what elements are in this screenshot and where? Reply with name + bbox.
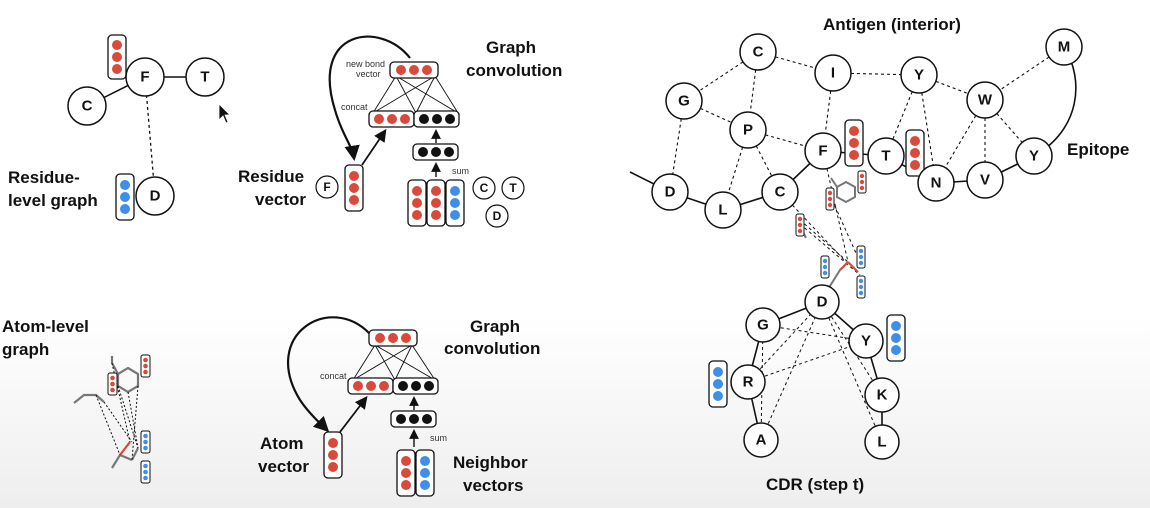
epitope-label: Epitope: [1067, 140, 1129, 159]
graph-node: T: [867, 137, 905, 175]
svg-text:Y: Y: [861, 333, 871, 350]
graph-node: M: [1045, 28, 1083, 66]
graph-node: D: [651, 173, 689, 211]
svg-text:T: T: [881, 148, 890, 165]
atom-graph-label-2: graph: [2, 340, 49, 359]
antigen-label: Antigen (interior): [823, 15, 961, 34]
svg-text:D: D: [150, 188, 161, 205]
svg-text:C: C: [82, 98, 93, 115]
svg-text:Y: Y: [914, 67, 924, 84]
graph-node: C: [739, 33, 777, 71]
svg-text:F: F: [140, 69, 149, 86]
graph-node: F: [315, 175, 339, 199]
graph-node: T: [501, 176, 525, 200]
svg-text:P: P: [743, 122, 753, 139]
residue-vector-red: [107, 34, 127, 80]
graph-node: K: [864, 377, 900, 413]
graph-node: Y: [1015, 137, 1053, 175]
graph-node: R: [730, 364, 766, 400]
cdr-label: CDR (step t): [766, 475, 864, 494]
graph-node: C: [67, 86, 107, 126]
new-bond-label-2: vector: [356, 69, 381, 79]
graph-node: D: [804, 284, 840, 320]
graph-node: G: [745, 307, 781, 343]
svg-text:T: T: [200, 69, 209, 86]
svg-text:L: L: [718, 202, 727, 219]
residue-vector-label-2: vector: [255, 190, 306, 209]
neighbor-vectors-label-2: vectors: [463, 476, 523, 495]
svg-text:G: G: [678, 93, 690, 110]
graph-node: P: [729, 111, 767, 149]
graph-node: V: [966, 161, 1004, 199]
svg-text:F: F: [818, 143, 827, 160]
graph-node: F: [125, 57, 165, 97]
svg-text:T: T: [509, 181, 517, 195]
atom-vector-label-1: Atom: [260, 434, 303, 453]
svg-text:M: M: [1058, 39, 1071, 56]
concat-label: concat: [341, 102, 368, 112]
svg-text:I: I: [831, 65, 835, 82]
residue-conv-title-2: convolution: [466, 61, 562, 80]
graph-node: I: [814, 54, 852, 92]
graph-node: F: [804, 132, 842, 170]
residue-graph-label-2: level graph: [8, 191, 98, 210]
residue-vector-blue: [115, 173, 135, 221]
sum-label: sum: [452, 166, 469, 176]
svg-text:C: C: [775, 184, 786, 201]
graph-node: G: [665, 82, 703, 120]
residue-level-graph: F T C D Residue- level graph: [8, 34, 225, 221]
svg-text:C: C: [753, 44, 764, 61]
graph-node: N: [917, 164, 955, 202]
svg-text:D: D: [817, 294, 828, 311]
residue-graph-label-1: Residue-: [8, 168, 80, 187]
graph-node: T: [185, 57, 225, 97]
graph-node: D: [485, 204, 509, 228]
atom-graph-convolution: Graph convolution concat sum Atom vector…: [258, 316, 540, 497]
atom-sum-label: sum: [430, 433, 447, 443]
graph-node: C: [472, 176, 496, 200]
atom-vector-label-2: vector: [258, 457, 309, 476]
residue-conv-title-1: Graph: [486, 38, 536, 57]
svg-text:W: W: [978, 92, 993, 109]
svg-text:D: D: [665, 184, 676, 201]
atom-level-graph: Atom-level graph: [2, 317, 151, 484]
svg-text:C: C: [480, 181, 489, 195]
svg-text:K: K: [877, 387, 888, 404]
graph-node: C: [761, 173, 799, 211]
antigen-cdr-complex: Antigen (interior) Epitope CDR (step t): [629, 15, 1129, 494]
residue-graph-convolution: Graph convolution new bond vector concat…: [238, 35, 562, 228]
graph-node: A: [743, 422, 779, 458]
svg-text:Y: Y: [1029, 148, 1039, 165]
graph-node: Y: [848, 323, 884, 359]
mouse-pointer-icon: [218, 103, 231, 124]
graph-node: D: [135, 176, 175, 216]
atom-conv-title-2: convolution: [444, 339, 540, 358]
graph-node: W: [966, 81, 1004, 119]
residue-vector-label-1: Residue: [238, 167, 304, 186]
svg-text:V: V: [980, 172, 990, 189]
svg-text:F: F: [323, 180, 330, 194]
svg-text:N: N: [931, 175, 942, 192]
graph-node: L: [704, 191, 742, 229]
graph-node: Y: [900, 56, 938, 94]
atom-conv-title-1: Graph: [470, 317, 520, 336]
svg-text:D: D: [493, 209, 502, 223]
new-bond-label-1: new bond: [346, 59, 385, 69]
graph-node: L: [864, 424, 900, 460]
svg-text:R: R: [743, 374, 754, 391]
atom-concat-label: concat: [320, 371, 347, 381]
svg-text:L: L: [877, 434, 886, 451]
neighbor-vectors-label-1: Neighbor: [453, 453, 528, 472]
atom-graph-label-1: Atom-level: [2, 317, 89, 336]
svg-text:G: G: [757, 317, 769, 334]
svg-text:A: A: [756, 432, 767, 449]
